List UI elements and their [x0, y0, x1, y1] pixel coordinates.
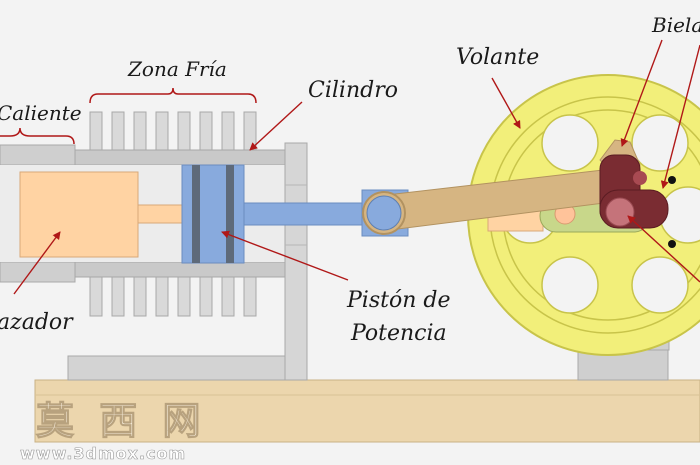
piston-ring-1	[192, 165, 200, 263]
caliente-bracket	[0, 127, 75, 145]
zona-fria-bracket	[89, 87, 257, 104]
label-cilindro: Cilindro	[308, 78, 398, 103]
displacer	[19, 171, 139, 258]
power-piston	[181, 164, 245, 264]
piston-rod	[243, 202, 367, 226]
wooden-base	[34, 379, 700, 443]
volante-arrow	[491, 77, 521, 129]
displacer-rod	[137, 204, 184, 224]
cold-zone-top-fins	[89, 111, 257, 161]
piston-ring-2	[226, 165, 234, 263]
label-desplazador: azador	[0, 310, 74, 335]
watermark-chars: 莫 西 网	[36, 399, 206, 443]
label-volante: Volante	[456, 45, 539, 70]
cylinder-support	[67, 355, 289, 381]
label-piston-line1: Pistón de	[346, 288, 450, 313]
label-piston-line2: Potencia	[350, 321, 447, 346]
cold-zone-bottom-fins	[89, 267, 257, 317]
label-zona-fria: Zona Fría	[127, 57, 227, 81]
cilindro-arrow	[249, 101, 303, 151]
crankshaft	[599, 154, 669, 229]
biela-arrow-1	[620, 39, 663, 147]
piston-arrow	[221, 230, 349, 281]
biela-arrow-2	[660, 44, 700, 189]
cylinder-end-plate	[284, 142, 308, 381]
crank-arrow	[627, 215, 700, 283]
desplazador-arrow	[13, 231, 61, 295]
label-caliente: Caliente	[0, 101, 82, 125]
watermark-url: www.3dmox.com	[20, 444, 186, 463]
label-biela: Biela	[651, 13, 700, 37]
